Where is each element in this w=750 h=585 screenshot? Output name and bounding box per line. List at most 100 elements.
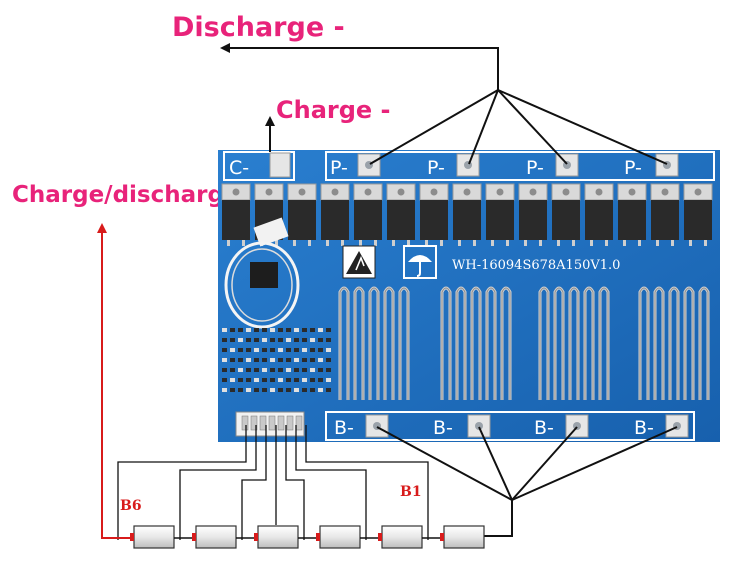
smd-part [270,388,275,392]
smd-part [246,338,251,342]
battery-cell [254,525,316,549]
smd-part [286,358,291,362]
smd-part [302,358,307,362]
smd-part [310,348,315,352]
connector-pin [268,415,276,431]
mosfet [287,183,317,246]
smd-part [262,368,267,372]
positive-lead-wire [97,223,130,539]
discharge-negative-wires [220,43,668,165]
smd-part [262,338,267,342]
shunt-resistor [598,286,610,400]
shunt-resistor [653,286,665,400]
smd-part [222,348,227,352]
smd-part [230,358,235,362]
smd-part [310,328,315,332]
mosfet [452,183,482,246]
smd-part [222,378,227,382]
shunt-resistor [455,286,467,400]
p-pad-label-1: P- [330,157,348,179]
smd-part [310,378,315,382]
smd-part [294,358,299,362]
smd-part [238,378,243,382]
smd-part [294,378,299,382]
battery-cell [130,525,192,549]
smd-part [294,338,299,342]
smd-part [238,368,243,372]
shunt-resistor [638,286,650,400]
charge-negative-label: Charge - [276,96,391,124]
shunt-resistor [538,286,550,400]
smd-part [326,328,331,332]
smd-part [302,338,307,342]
board-model-text: WH-16094S678A150V1.0 [452,258,620,273]
smd-part [270,338,275,342]
mosfet [419,183,449,246]
smd-part [278,358,283,362]
smd-part [318,378,323,382]
smd-part [286,348,291,352]
smd-part [246,368,251,372]
smd-part [286,388,291,392]
mosfet [320,183,350,246]
smd-part [230,348,235,352]
smd-part [310,358,315,362]
shunt-resistor [338,286,350,400]
c-pad-label: C- [229,157,249,179]
shunt-resistor [485,286,497,400]
cell-label-b1: B1 [400,484,422,500]
discharge-negative-label: Discharge - [172,12,345,43]
smd-part [254,388,259,392]
shunt-resistor [353,286,365,400]
smd-part [278,388,283,392]
p-pad-frame [325,151,715,181]
smd-part [318,328,323,332]
smd-part [286,328,291,332]
smd-part [262,328,267,332]
ic-chip [250,262,278,288]
shunt-resistor [668,286,680,400]
smd-part [326,338,331,342]
cell-label-b6: B6 [120,498,142,514]
smd-part [310,388,315,392]
smd-part [238,328,243,332]
smd-part [318,348,323,352]
connector-pin [259,415,267,431]
smd-part [278,338,283,342]
mosfet [617,183,647,246]
connector-pin [241,415,249,431]
smd-part [294,348,299,352]
smd-part [262,378,267,382]
smd-part [270,358,275,362]
smd-part [230,378,235,382]
smd-part [254,368,259,372]
smd-part [318,368,323,372]
mosfet [683,183,713,246]
smd-part [286,378,291,382]
smd-part [246,358,251,362]
smd-part [302,378,307,382]
smd-part [246,348,251,352]
mosfet [386,183,416,246]
smd-part [270,328,275,332]
smd-part [286,368,291,372]
smd-part [222,328,227,332]
smd-part [222,358,227,362]
shunt-resistor [383,286,395,400]
smd-part [254,328,259,332]
connector-pin [295,415,303,431]
shunt-resistor [683,286,695,400]
shunt-resistor [368,286,380,400]
smd-part [294,388,299,392]
shunt-resistor [583,286,595,400]
smd-part [318,338,323,342]
smd-part [310,368,315,372]
smd-part [254,348,259,352]
mosfet [650,183,680,246]
p-pad-label-2: P- [427,157,445,179]
mosfet [485,183,515,246]
smd-part [278,378,283,382]
smd-part [278,328,283,332]
